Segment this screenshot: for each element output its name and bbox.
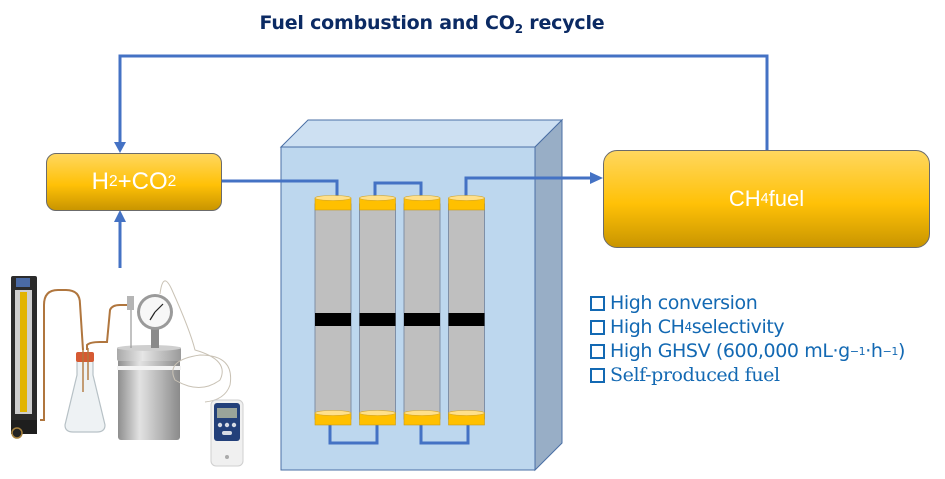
erlenmeyer-flask xyxy=(64,348,106,433)
feature-subscript: 4 xyxy=(684,320,692,334)
tube-body xyxy=(359,203,396,420)
tube-bottom-cap-rim xyxy=(448,410,485,416)
tube-body xyxy=(314,203,352,420)
feature-label: Self-produced fuel xyxy=(610,364,780,386)
bottom-connector-3-4 xyxy=(419,425,470,445)
cabinet-side xyxy=(534,118,563,472)
tubing-2 xyxy=(86,304,128,350)
reactor-tube xyxy=(448,195,485,426)
feature-item-high-conversion: High conversion xyxy=(590,291,905,315)
catalyst-band xyxy=(448,313,485,326)
tube-bottom-cap-rim xyxy=(314,410,352,416)
feature-item-ghsv: High GHSV (600,000 mL·g−1·h−1) xyxy=(590,339,905,363)
recycle-arrowhead xyxy=(114,142,126,153)
feed-sub-2b: 2 xyxy=(167,173,177,190)
feature-label: High CH xyxy=(610,316,685,338)
thermocouple-wire xyxy=(159,280,232,403)
tube-top-cap-rim xyxy=(403,195,441,201)
checkbox-icon xyxy=(590,319,605,335)
feature-superscript: −1 xyxy=(849,344,866,358)
feature-label-mid: ·h xyxy=(865,340,883,362)
tube-bottom-cap-rim xyxy=(359,410,396,416)
reactor-tube xyxy=(403,195,441,426)
tube-bottom-cap-rim xyxy=(403,410,441,416)
feed-co: +CO xyxy=(117,168,168,195)
product-sub-4: 4 xyxy=(760,191,769,207)
checkbox-icon xyxy=(590,367,605,383)
title-text: Fuel combustion and CO xyxy=(259,12,515,34)
bottom-connector-1-2 xyxy=(328,425,379,445)
feature-superscript: −1 xyxy=(882,344,899,358)
outlet-arrowhead xyxy=(590,172,603,184)
feature-label-suffix: selectivity xyxy=(691,316,785,338)
feed-sub-2a: 2 xyxy=(108,173,118,190)
pressure-reactor xyxy=(117,296,181,440)
feed-arrowhead xyxy=(114,210,126,222)
title-suffix: recycle xyxy=(522,12,605,34)
feed-h: H xyxy=(91,168,109,195)
checkbox-icon xyxy=(590,343,605,359)
catalyst-band xyxy=(359,313,396,326)
top-connector-2-3 xyxy=(373,181,423,200)
reactor-tube xyxy=(314,195,352,426)
title-subscript: 2 xyxy=(514,22,523,36)
tubing-1 xyxy=(40,289,84,421)
reactor-tube xyxy=(359,195,396,426)
checkbox-icon xyxy=(590,295,605,311)
cabinet-top xyxy=(279,119,564,148)
outlet-line xyxy=(464,176,592,198)
tube-body xyxy=(403,203,441,420)
feature-item-self-produced-fuel: Self-produced fuel xyxy=(590,363,905,387)
recycle-arrow xyxy=(118,54,769,150)
product-ch: CH xyxy=(728,186,761,211)
tube-top-cap-rim xyxy=(359,195,396,201)
temperature-logger xyxy=(210,399,244,467)
tube-top-cap-rim xyxy=(448,195,485,201)
tube-top-cap-rim xyxy=(314,195,352,201)
feature-label: High GHSV (600,000 mL·g xyxy=(610,340,850,362)
feature-label-suffix: ) xyxy=(897,340,905,362)
reactor-tubes xyxy=(314,195,485,426)
tube-body xyxy=(448,203,485,420)
catalyst-band xyxy=(404,313,440,326)
diagram-title: Fuel combustion and CO2 recycle xyxy=(222,12,642,36)
flowmeter xyxy=(11,276,37,439)
feature-label: High conversion xyxy=(610,292,758,314)
catalyst-band xyxy=(315,313,351,326)
pressure-gauge xyxy=(137,294,173,330)
product-fuel-label: fuel xyxy=(768,186,805,211)
apparatus-photo xyxy=(11,276,244,467)
